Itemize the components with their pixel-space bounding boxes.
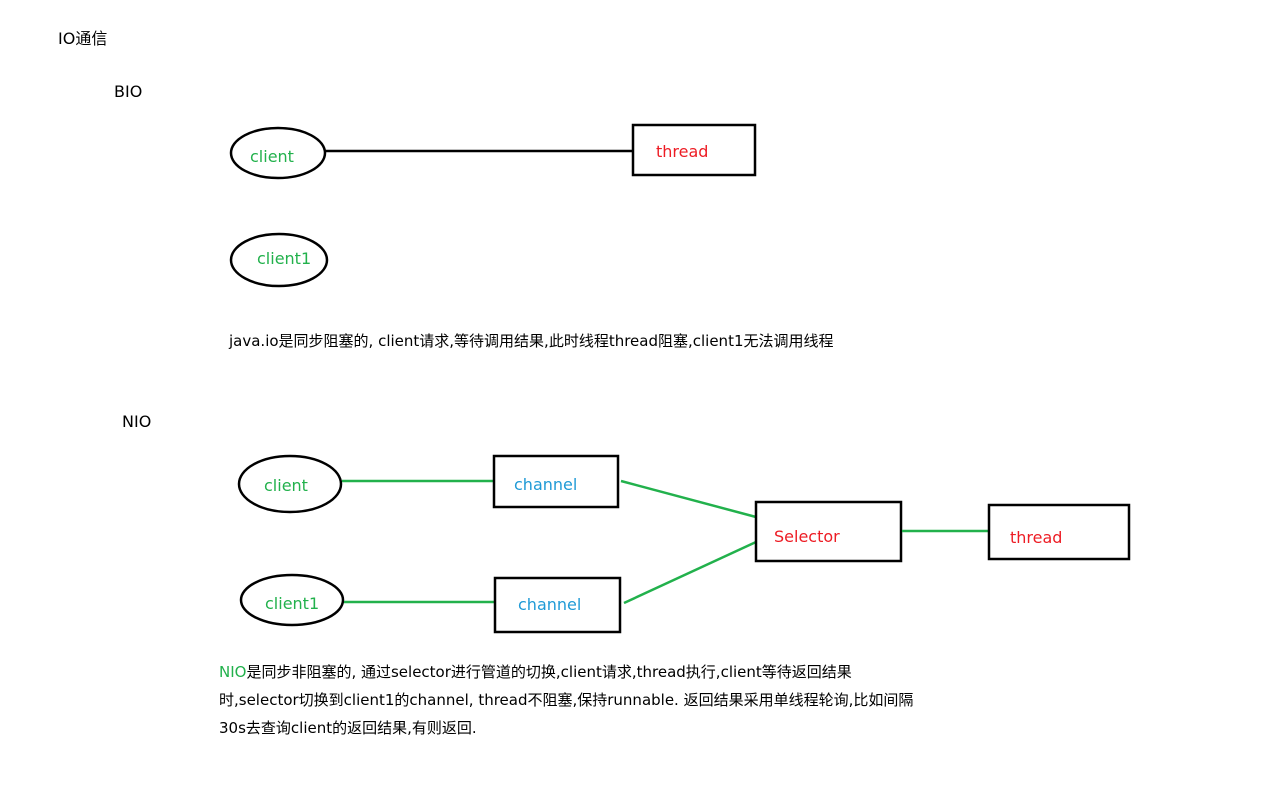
nio-description-prefix: NIO [219,663,247,681]
nio-selector-node [754,500,903,563]
nio-description-line1: NIO是同步非阻塞的, 通过selector进行管道的切换,client请求,t… [219,658,913,686]
bio-client-node [229,126,327,180]
bio-client1-label: client1 [257,249,312,268]
nio-client1-label: client1 [265,594,320,613]
nio-selector-label: Selector [774,527,840,546]
bio-heading: BIO [114,82,143,101]
bio-thread-node [631,123,757,177]
nio-channel-top-label: channel [514,475,578,494]
bio-client-label: client [250,147,294,166]
bio-description: java.io是同步阻塞的, client请求,等待调用结果,此时线程threa… [229,332,834,350]
nio-thread-node [987,503,1131,561]
nio-channel-bottom-node [493,576,622,634]
nio-channel-bottom-label: channel [518,595,582,614]
nio-channel-top-node [492,454,620,509]
bio-thread-label: thread [656,142,709,161]
nio-description-line2: 时,selector切换到client1的channel, thread不阻塞,… [219,691,914,709]
nio-description-line3: 30s去查询client的返回结果,有则返回. [219,719,477,737]
nio-channel-bottom-selector-connector [623,540,757,605]
nio-client-node [237,454,343,514]
nio-description-line1-text: 是同步非阻塞的, 通过selector进行管道的切换,client请求,thre… [246,663,852,681]
nio-channel-top-selector-connector [620,479,757,519]
nio-client-label: client [264,476,308,495]
nio-thread-label: thread [1010,528,1063,547]
nio-client1-node [239,573,345,627]
page-title: IO通信 [58,29,108,48]
nio-description: NIO是同步非阻塞的, 通过selector进行管道的切换,client请求,t… [219,658,913,742]
nio-heading: NIO [122,412,152,431]
bio-client1-node [229,232,329,288]
